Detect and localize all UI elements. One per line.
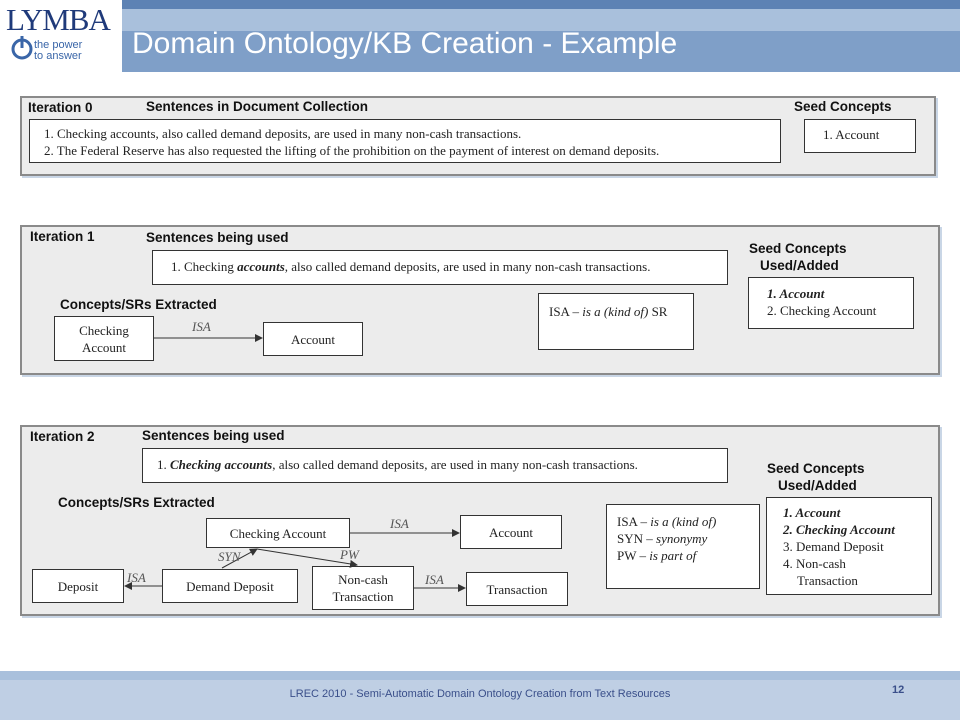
node-label: Deposit [57, 578, 99, 594]
iteration-1-edges [154, 334, 263, 342]
node-demand-deposit: Demand Deposit [162, 569, 298, 603]
sentence-prefix: 1. Checking [171, 259, 238, 274]
node-label: Transaction [332, 589, 394, 604]
seed-item: 2. Checking Account [767, 303, 877, 318]
node-label: Account [488, 524, 534, 540]
edge-label-pw: PW [340, 547, 359, 562]
node-noncash-transaction: Non-cash Transaction [312, 566, 414, 610]
legend-emphasis: is part of [649, 548, 697, 563]
legend-prefix: PW – [617, 548, 650, 563]
iteration-2-sentences-heading: Sentences being used [142, 428, 285, 443]
iteration-2-legend-box: ISA – is a (kind of) SYN – synonymy PW –… [606, 504, 760, 589]
page-number: 12 [892, 684, 905, 696]
sentence-suffix: , also called demand deposits, are used … [272, 457, 638, 472]
iteration-1-seed-heading-2: Used/Added [760, 258, 839, 273]
footer-stripe [0, 671, 960, 680]
seed-item-account: 1. Account [767, 286, 825, 301]
seed-item: 2. Checking Account [783, 521, 931, 538]
node-label: Transaction [486, 581, 548, 597]
edge-label-isa: ISA [390, 516, 409, 531]
node-transaction: Transaction [466, 572, 568, 606]
node-label: Demand Deposit [186, 578, 274, 594]
edge-label-syn: SYN [218, 549, 241, 564]
node-label: Checking Account [229, 525, 327, 541]
node-label: Non-cash [338, 572, 388, 587]
iteration-1-concepts-heading: Concepts/SRs Extracted [60, 297, 217, 312]
iteration-1-sentence-box: 1. Checking accounts, also called demand… [152, 250, 728, 285]
footer-text: LREC 2010 - Semi-Automatic Domain Ontolo… [289, 688, 671, 700]
logo-wordmark: LYMBA [6, 2, 111, 37]
seed-item-checking-account: 2. Checking Account [783, 522, 895, 537]
iteration-2-label: Iteration 2 [30, 429, 95, 444]
edge-label-isa: ISA [192, 319, 211, 334]
iteration-0-sentences-heading: Sentences in Document Collection [146, 99, 369, 114]
node-checking-account: Checking Account [206, 518, 350, 548]
sentence-prefix: 1. [157, 457, 170, 472]
seed-item: 3. Demand Deposit [783, 539, 884, 554]
sentence-suffix: , also called demand deposits, are used … [284, 259, 651, 274]
iteration-0-panel: Iteration 0 Sentences in Document Collec… [20, 96, 936, 176]
node-account: Account [460, 515, 562, 549]
seed-item-account: 1. Account [783, 505, 841, 520]
legend-prefix: ISA – [549, 304, 583, 319]
legend-isa: ISA – is a (kind of) [617, 513, 759, 530]
power-icon [11, 36, 33, 60]
header-stripe [0, 0, 960, 9]
logo-tagline-line2: to answer [34, 50, 82, 62]
iteration-0-label: Iteration 0 [28, 100, 93, 115]
iteration-2-seed-box: 1. Account 2. Checking Account 3. Demand… [766, 497, 932, 595]
iteration-2-seed-heading-1: Seed Concepts [767, 461, 865, 476]
legend-prefix: SYN – [617, 531, 657, 546]
sentence-2: 2. The Federal Reserve has also requeste… [44, 143, 660, 158]
iteration-1-legend-box: ISA – is a (kind of) SR [538, 293, 694, 350]
legend-pw: PW – is part of [617, 547, 759, 564]
iteration-1-label: Iteration 1 [30, 229, 95, 244]
node-checking-account: Checking Account [54, 316, 154, 361]
iteration-1-sentences-heading: Sentences being used [146, 230, 289, 245]
iteration-2-sentence-box: 1. Checking accounts, also called demand… [142, 448, 728, 483]
edge-label-isa: ISA [425, 572, 444, 587]
seed-item: 1. Account [767, 285, 913, 302]
legend-emphasis: synonymy [656, 531, 708, 546]
logo-tagline-line1: the power [34, 39, 83, 51]
sentence-emphasis: Checking accounts [170, 457, 273, 472]
seed-item: 1. Account [823, 127, 880, 142]
node-deposit: Deposit [32, 569, 124, 603]
iteration-1-seed-box: 1. Account 2. Checking Account [748, 277, 914, 329]
iteration-0-sentences-box: 1. Checking accounts, also called demand… [29, 119, 781, 163]
logo-tagline: the power to answer [34, 40, 82, 62]
seed-item: Transaction [797, 573, 858, 588]
slide-title: Domain Ontology/KB Creation - Example [132, 27, 678, 60]
iteration-1-seed-heading-1: Seed Concepts [749, 241, 847, 256]
iteration-2-panel: Iteration 2 Sentences being used 1. Chec… [20, 425, 940, 616]
edge-label-isa: ISA [127, 570, 146, 585]
legend-suffix: SR [648, 304, 668, 319]
legend-syn: SYN – synonymy [617, 530, 759, 547]
iteration-2-seed-heading-2: Used/Added [778, 478, 857, 493]
sentence-emphasis: accounts [237, 259, 285, 274]
iteration-2-edges [124, 529, 466, 592]
sentence-1: 1. Checking accounts, also called demand… [44, 126, 522, 141]
header-bar [0, 0, 960, 72]
footer-band [0, 680, 960, 720]
seed-item: 1. Account [783, 504, 931, 521]
header-band [122, 9, 960, 31]
logo: LYMBA the power to answer [0, 0, 122, 72]
node-label: Account [290, 331, 336, 347]
node-account: Account [263, 322, 363, 356]
pw-edge [256, 548, 358, 568]
iteration-0-seed-box: 1. Account [804, 119, 916, 153]
seed-item: 4. Non-cash [783, 556, 846, 571]
node-label: Account [81, 339, 127, 355]
legend-emphasis: is a (kind of) [582, 304, 649, 319]
legend-emphasis: is a (kind of) [650, 514, 717, 529]
iteration-2-concepts-heading: Concepts/SRs Extracted [58, 495, 215, 510]
iteration-1-panel: Iteration 1 Sentences being used 1. Chec… [20, 225, 940, 375]
node-label: Checking [79, 322, 129, 338]
iteration-0-seed-heading: Seed Concepts [794, 99, 892, 114]
syn-edge [221, 548, 258, 569]
legend-prefix: ISA – [617, 514, 651, 529]
